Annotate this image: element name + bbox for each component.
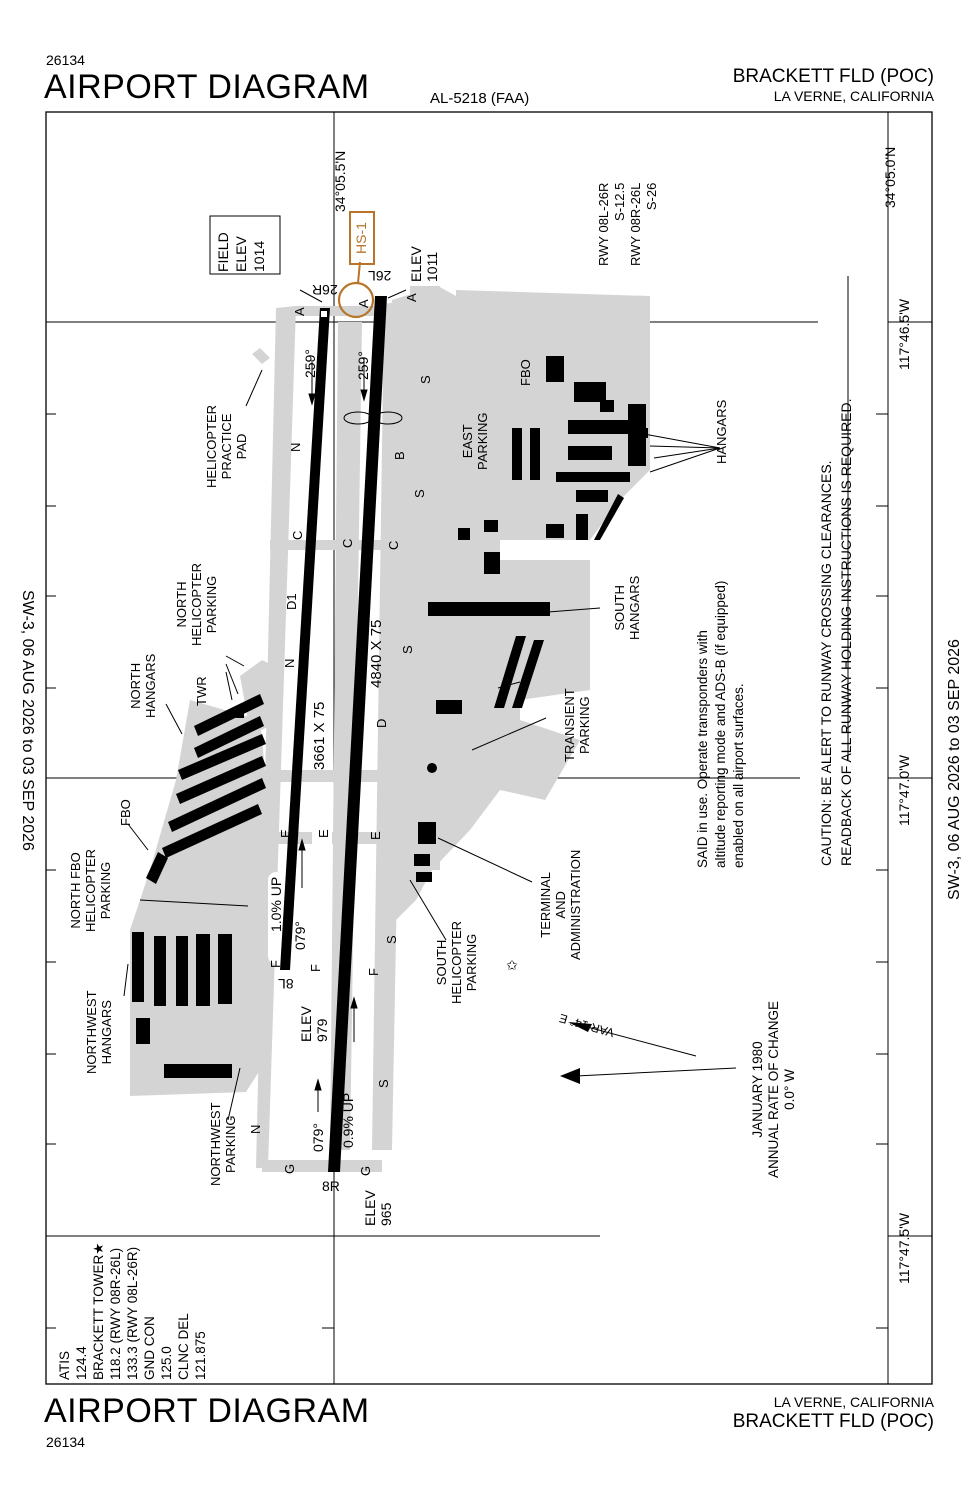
taxiway-F-north: F [268, 960, 283, 968]
lon-label-2: 117°47.0'W [896, 754, 912, 826]
taxiway-B: B [392, 451, 407, 460]
runway-08L-26R [280, 308, 330, 970]
taxiway-D: D [374, 718, 389, 728]
said-note: SAID in use. Operate transponders with a… [695, 580, 746, 868]
airport-name-bottom: BRACKETT FLD (POC) [732, 1411, 934, 1432]
south-hangars-label: SOUTH HANGARS [612, 575, 642, 640]
taxiway-S-1: S [418, 375, 433, 384]
caution-note: CAUTION: BE ALERT TO RUNWAY CROSSING CLE… [818, 398, 854, 866]
taxiway-F-mid: F [308, 964, 323, 972]
elev-26L: ELEV 1011 [408, 246, 440, 282]
heading-079-south: 079° [310, 1123, 326, 1152]
taxiway-G-north: G [282, 1163, 297, 1174]
procedure-number-bottom: 26134 [46, 1434, 85, 1450]
figure-eight [343, 411, 403, 425]
field-elev-box [209, 215, 281, 275]
tower-label: TWR [194, 676, 209, 706]
taxiway-S-4: S [384, 935, 399, 944]
frequencies: ATIS 124.4 BRACKETT TOWER★ 118.2 (RWY 08… [57, 1242, 208, 1380]
terminal-label: TERMINAL AND ADMINISTRATION [538, 849, 583, 960]
page-title-top: AIRPORT DIAGRAM [44, 68, 370, 106]
taxiway-S-2: S [412, 489, 427, 498]
taxiway-A-south: A [404, 293, 419, 302]
heading-079-north: 079° [292, 921, 308, 950]
helicopter-practice-pad-label: HELICOPTER PRACTICE PAD [204, 404, 249, 488]
field-elev-label: FIELD ELEV 1014 [215, 232, 267, 272]
chart-id: AL-5218 (FAA) [430, 90, 530, 107]
procedure-number-top: 26134 [46, 52, 85, 68]
taxiway-N-2: N [282, 658, 297, 668]
hangars-label: HANGARS [714, 399, 729, 464]
lon-label-1: 117°46.5'W [896, 298, 912, 370]
runway-08R-26L [328, 296, 387, 1172]
north-hangars-label: NORTH HANGARS [128, 653, 158, 718]
taxiway-C-north: C [290, 530, 305, 540]
beacon [427, 763, 437, 773]
runway-threshold-26R [321, 311, 327, 317]
buildings [132, 356, 648, 1078]
runway-end-26L: 26L [368, 268, 392, 284]
city-state-bottom: LA VERNE, CALIFORNIA [773, 1394, 934, 1410]
taxiway-A-mid: A [356, 299, 371, 308]
fbo-north-label: FBO [118, 799, 133, 826]
mag-variation-note: JANUARY 1980 ANNUAL RATE OF CHANGE 0.0° … [750, 1000, 797, 1178]
runway-end-8R: 8R [322, 1178, 340, 1194]
taxiway-N-3: N [248, 1124, 263, 1134]
runway-north-dims: 3661 X 75 [311, 701, 328, 770]
northwest-parking-label: NORTHWEST PARKING [208, 1102, 238, 1186]
gradient-north: 1.0% UP [268, 876, 284, 932]
taxiway-S-5: S [376, 1079, 391, 1088]
city-state-top: LA VERNE, CALIFORNIA [773, 88, 934, 104]
runway-end-26R: 26R [312, 282, 338, 298]
taxiway-A-north: A [292, 307, 307, 316]
taxiway-C-south: C [386, 540, 401, 550]
runway-strength: RWY 08L-26R S-12.5 RWY 08R-26L S-26 [596, 182, 659, 266]
taxiway-N-1: N [288, 442, 303, 452]
lat-label-1: 34°05.5'N [332, 150, 348, 212]
leader-lines [123, 289, 721, 1121]
east-parking-label: EAST PARKING [460, 412, 490, 470]
star-icon: ★ [91, 1242, 106, 1255]
direction-arrows [298, 358, 368, 1112]
gradient-south: 0.9% UP [340, 1092, 356, 1148]
taxiway-E-mid: E [316, 829, 331, 838]
lon-label-3: 117°47.5'W [896, 1212, 912, 1284]
runway-end-8L: 8L [278, 976, 294, 992]
page-title-bottom: AIRPORT DIAGRAM [44, 1392, 370, 1430]
north-fbo-helicopter-parking-label: NORTH FBO HELICOPTER PARKING [68, 848, 113, 932]
taxiway-E-north: E [278, 829, 293, 838]
star-icon: ✩ [506, 957, 518, 973]
hotspot-box [349, 211, 375, 265]
fbo-east-label: FBO [518, 359, 533, 386]
lat-label-2: 34°05.0'N [882, 146, 898, 208]
magnetic-variation [560, 1022, 737, 1084]
heading-259-north: 259° [302, 349, 318, 378]
taxiway-E-south: E [368, 831, 383, 840]
hotspot-label[interactable]: HS-1 [353, 222, 369, 254]
runway-south-dims: 4840 X 75 [368, 619, 385, 688]
grid-ticks [46, 413, 888, 1329]
south-helicopter-parking-label: SOUTH HELICOPTER PARKING [434, 920, 479, 1004]
northwest-hangars-label: NORTHWEST HANGARS [84, 990, 114, 1074]
taxiway-D1: D1 [284, 593, 299, 610]
taxiway-F-south: F [366, 968, 381, 976]
north-helicopter-parking-label: NORTH HELICOPTER PARKING [174, 562, 219, 646]
taxiway-G-south: G [358, 1165, 373, 1176]
transient-parking-label: TRANSIENT PARKING [562, 688, 592, 762]
elev-8L: ELEV 979 [298, 1006, 330, 1042]
heading-259-south: 259° [355, 351, 371, 380]
elev-8R: ELEV 965 [362, 1190, 394, 1226]
chart-frame [45, 111, 933, 1385]
hotspot-circle [337, 281, 375, 319]
taxiway-C-mid: C [340, 538, 355, 548]
taxiway-S-3: S [400, 645, 415, 654]
airport-name-top: BRACKETT FLD (POC) [732, 66, 934, 87]
infield [268, 826, 332, 1160]
